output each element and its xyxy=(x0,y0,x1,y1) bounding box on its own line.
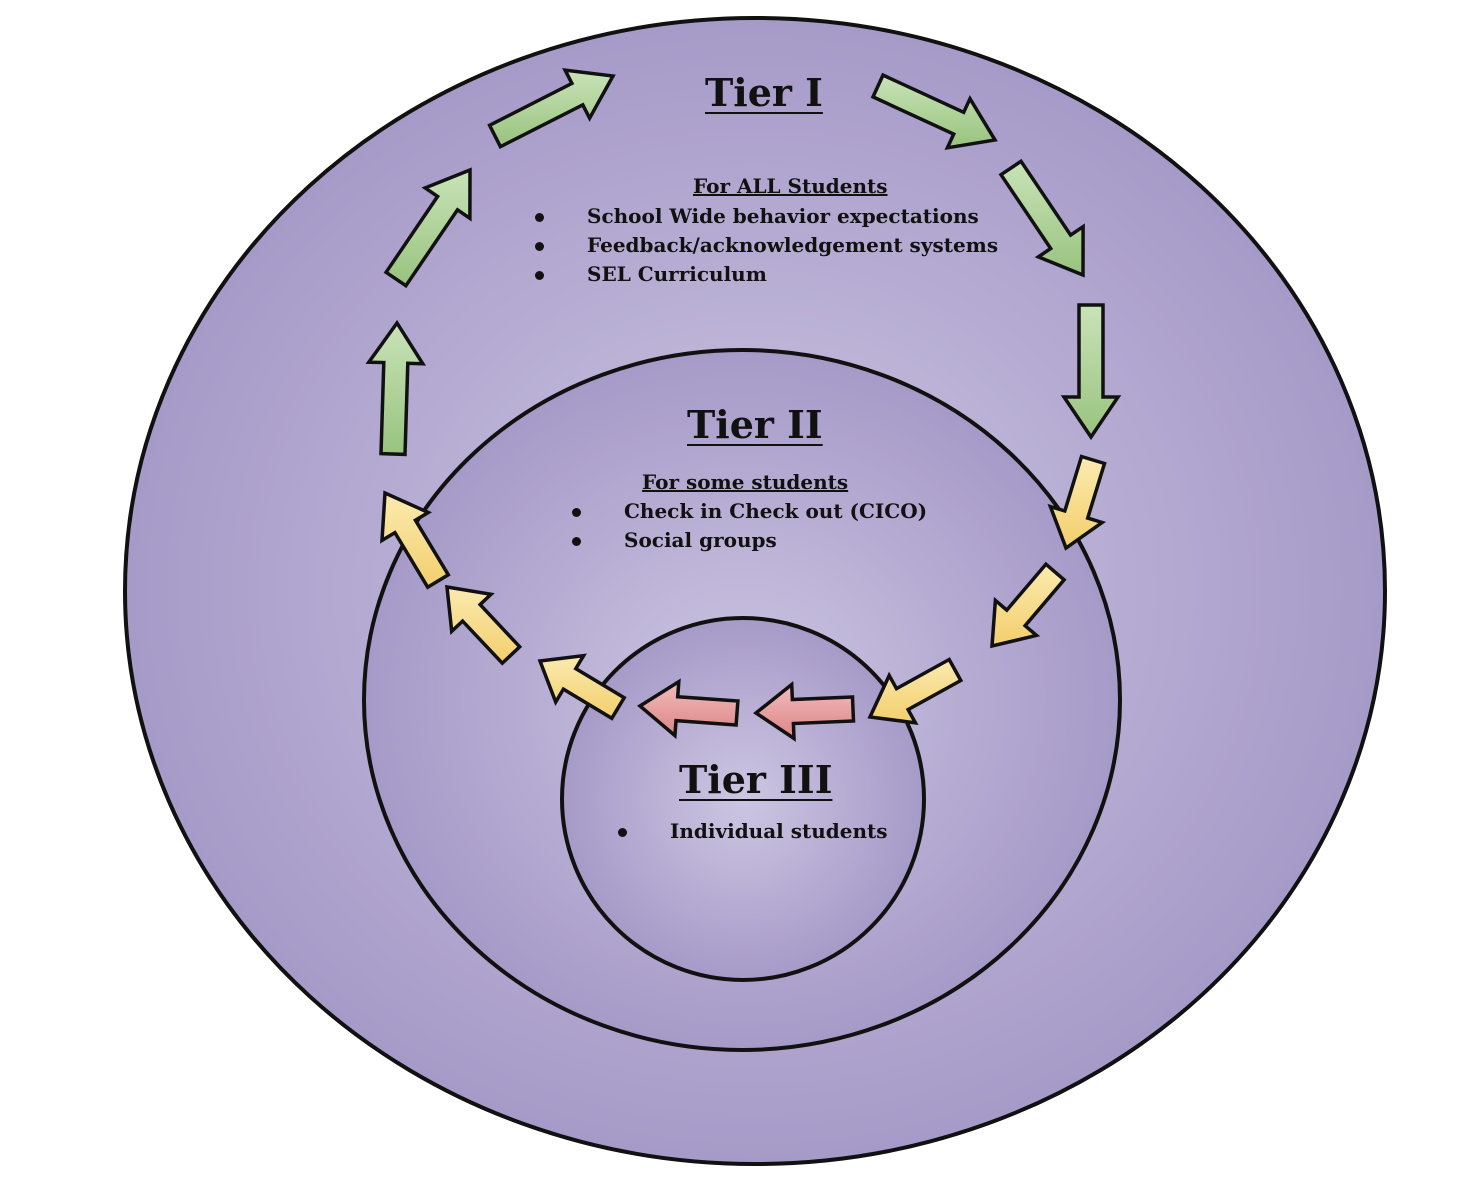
green-arrow xyxy=(487,67,616,150)
yellow-arrow xyxy=(445,584,523,666)
green-arrow xyxy=(383,167,472,289)
tier-1-subheading: For ALL Students xyxy=(693,174,888,198)
tier-3-list: Individual students xyxy=(618,817,888,846)
tier-1-item: School Wide behavior expectations xyxy=(535,202,998,231)
tier-1-item: Feedback/acknowledgement systems xyxy=(535,231,998,260)
yellow-arrow xyxy=(867,657,964,725)
tier-3-item: Individual students xyxy=(618,817,888,846)
tier-3-title: Tier III xyxy=(679,757,833,802)
green-arrow xyxy=(365,319,427,457)
tier-2-item: Social groups xyxy=(572,526,927,555)
yellow-arrow xyxy=(1047,454,1107,551)
tier-1-title: Tier I xyxy=(705,70,823,115)
green-arrow xyxy=(998,158,1085,278)
tier-1-item: SEL Curriculum xyxy=(535,260,998,289)
red-arrow xyxy=(753,680,856,742)
tier-2-title: Tier II xyxy=(687,402,823,447)
green-arrow xyxy=(1060,303,1122,441)
tier-2-list: Check in Check out (CICO) Social groups xyxy=(572,497,927,555)
red-arrow xyxy=(637,678,740,740)
green-arrow xyxy=(870,72,998,151)
tier-2-item: Check in Check out (CICO) xyxy=(572,497,927,526)
yellow-arrow xyxy=(380,490,451,590)
cycle-arrows xyxy=(365,67,1122,742)
tier-2-subheading: For some students xyxy=(642,470,849,494)
yellow-arrow xyxy=(537,653,627,721)
yellow-arrow xyxy=(990,561,1067,649)
tier-1-list: School Wide behavior expectations Feedba… xyxy=(535,202,998,289)
